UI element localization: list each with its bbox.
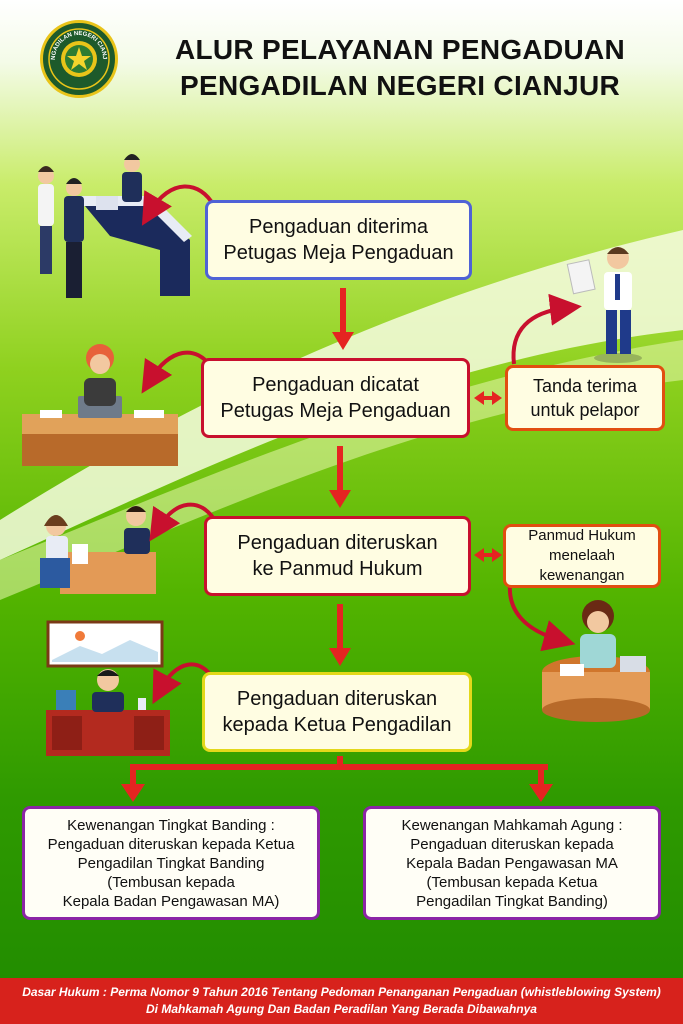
outcome-ma-line: Kewenangan Mahkamah Agung : [401, 816, 623, 834]
outcome-banding-line: Pengaduan diteruskan kepada Ketua [47, 835, 295, 853]
page-title: ALUR PELAYANAN PENGADUAN PENGADILAN NEGE… [130, 32, 670, 104]
step-received-line-2: Petugas Meja Pengaduan [223, 242, 454, 264]
panmud-review-line-1: Panmud Hukum [528, 527, 636, 544]
receipt-box: Tanda terima untuk pelapor [505, 365, 665, 431]
outcome-banding-line: Kewenangan Tingkat Banding : [67, 816, 275, 834]
step-forwarded-panmud-line-1: Pengaduan diteruskan [237, 532, 438, 554]
step-forwarded-panmud-line-2: ke Panmud Hukum [252, 558, 423, 580]
outcome-ma-line: Kepala Badan Pengawasan MA [406, 854, 618, 872]
step-forwarded-panmud-box: Pengaduan diteruskan ke Panmud Hukum [204, 516, 471, 596]
receipt-line-2: untuk pelapor [530, 400, 640, 420]
step-forwarded-ketua-line-2: kepada Ketua Pengadilan [222, 714, 452, 736]
step-forwarded-ketua-box: Pengaduan diteruskan kepada Ketua Pengad… [202, 672, 472, 752]
title-line-1: ALUR PELAYANAN PENGADUAN [174, 34, 626, 65]
step-received-line-1: Pengaduan diterima [248, 216, 428, 238]
receipt-line-1: Tanda terima [532, 376, 638, 396]
step-recorded-line-2: Petugas Meja Pengaduan [220, 400, 451, 422]
court-emblem-icon: PENGADILAN NEGERI CIANJUR [43, 23, 110, 90]
step-recorded-line-1: Pengaduan dicatat [252, 374, 419, 396]
panmud-review-box: Panmud Hukum menelaah kewenangan [503, 524, 661, 588]
outcome-banding-box: Kewenangan Tingkat Banding : Pengaduan d… [22, 806, 320, 920]
outcome-banding-line: Pengadilan Tingkat Banding [77, 854, 265, 872]
outcome-ma-line: (Tembusan kepada Ketua [426, 873, 598, 891]
footer-line-1: Dasar Hukum : Perma Nomor 9 Tahun 2016 T… [22, 985, 661, 999]
step-forwarded-ketua-line-1: Pengaduan diteruskan [236, 688, 438, 710]
step-recorded-box: Pengaduan dicatat Petugas Meja Pengaduan [201, 358, 470, 438]
court-logo: PENGADILAN NEGERI CIANJUR [40, 20, 118, 98]
footer-line-2: Di Mahkamah Agung Dan Badan Peradilan Ya… [146, 1002, 537, 1016]
outcome-ma-line: Pengaduan diteruskan kepada [410, 835, 614, 853]
outcome-banding-line: (Tembusan kepada [107, 873, 235, 891]
outcome-banding-line: Kepala Badan Pengawasan MA) [62, 892, 280, 910]
outcome-ma-line: Pengadilan Tingkat Banding) [416, 892, 608, 910]
panmud-review-line-2: menelaah kewenangan [539, 547, 625, 584]
step-received-box: Pengaduan diterima Petugas Meja Pengadua… [205, 200, 472, 280]
outcome-ma-box: Kewenangan Mahkamah Agung : Pengaduan di… [363, 806, 661, 920]
legal-basis-footer: Dasar Hukum : Perma Nomor 9 Tahun 2016 T… [0, 978, 683, 1024]
title-line-2: PENGADILAN NEGERI CIANJUR [180, 70, 620, 101]
